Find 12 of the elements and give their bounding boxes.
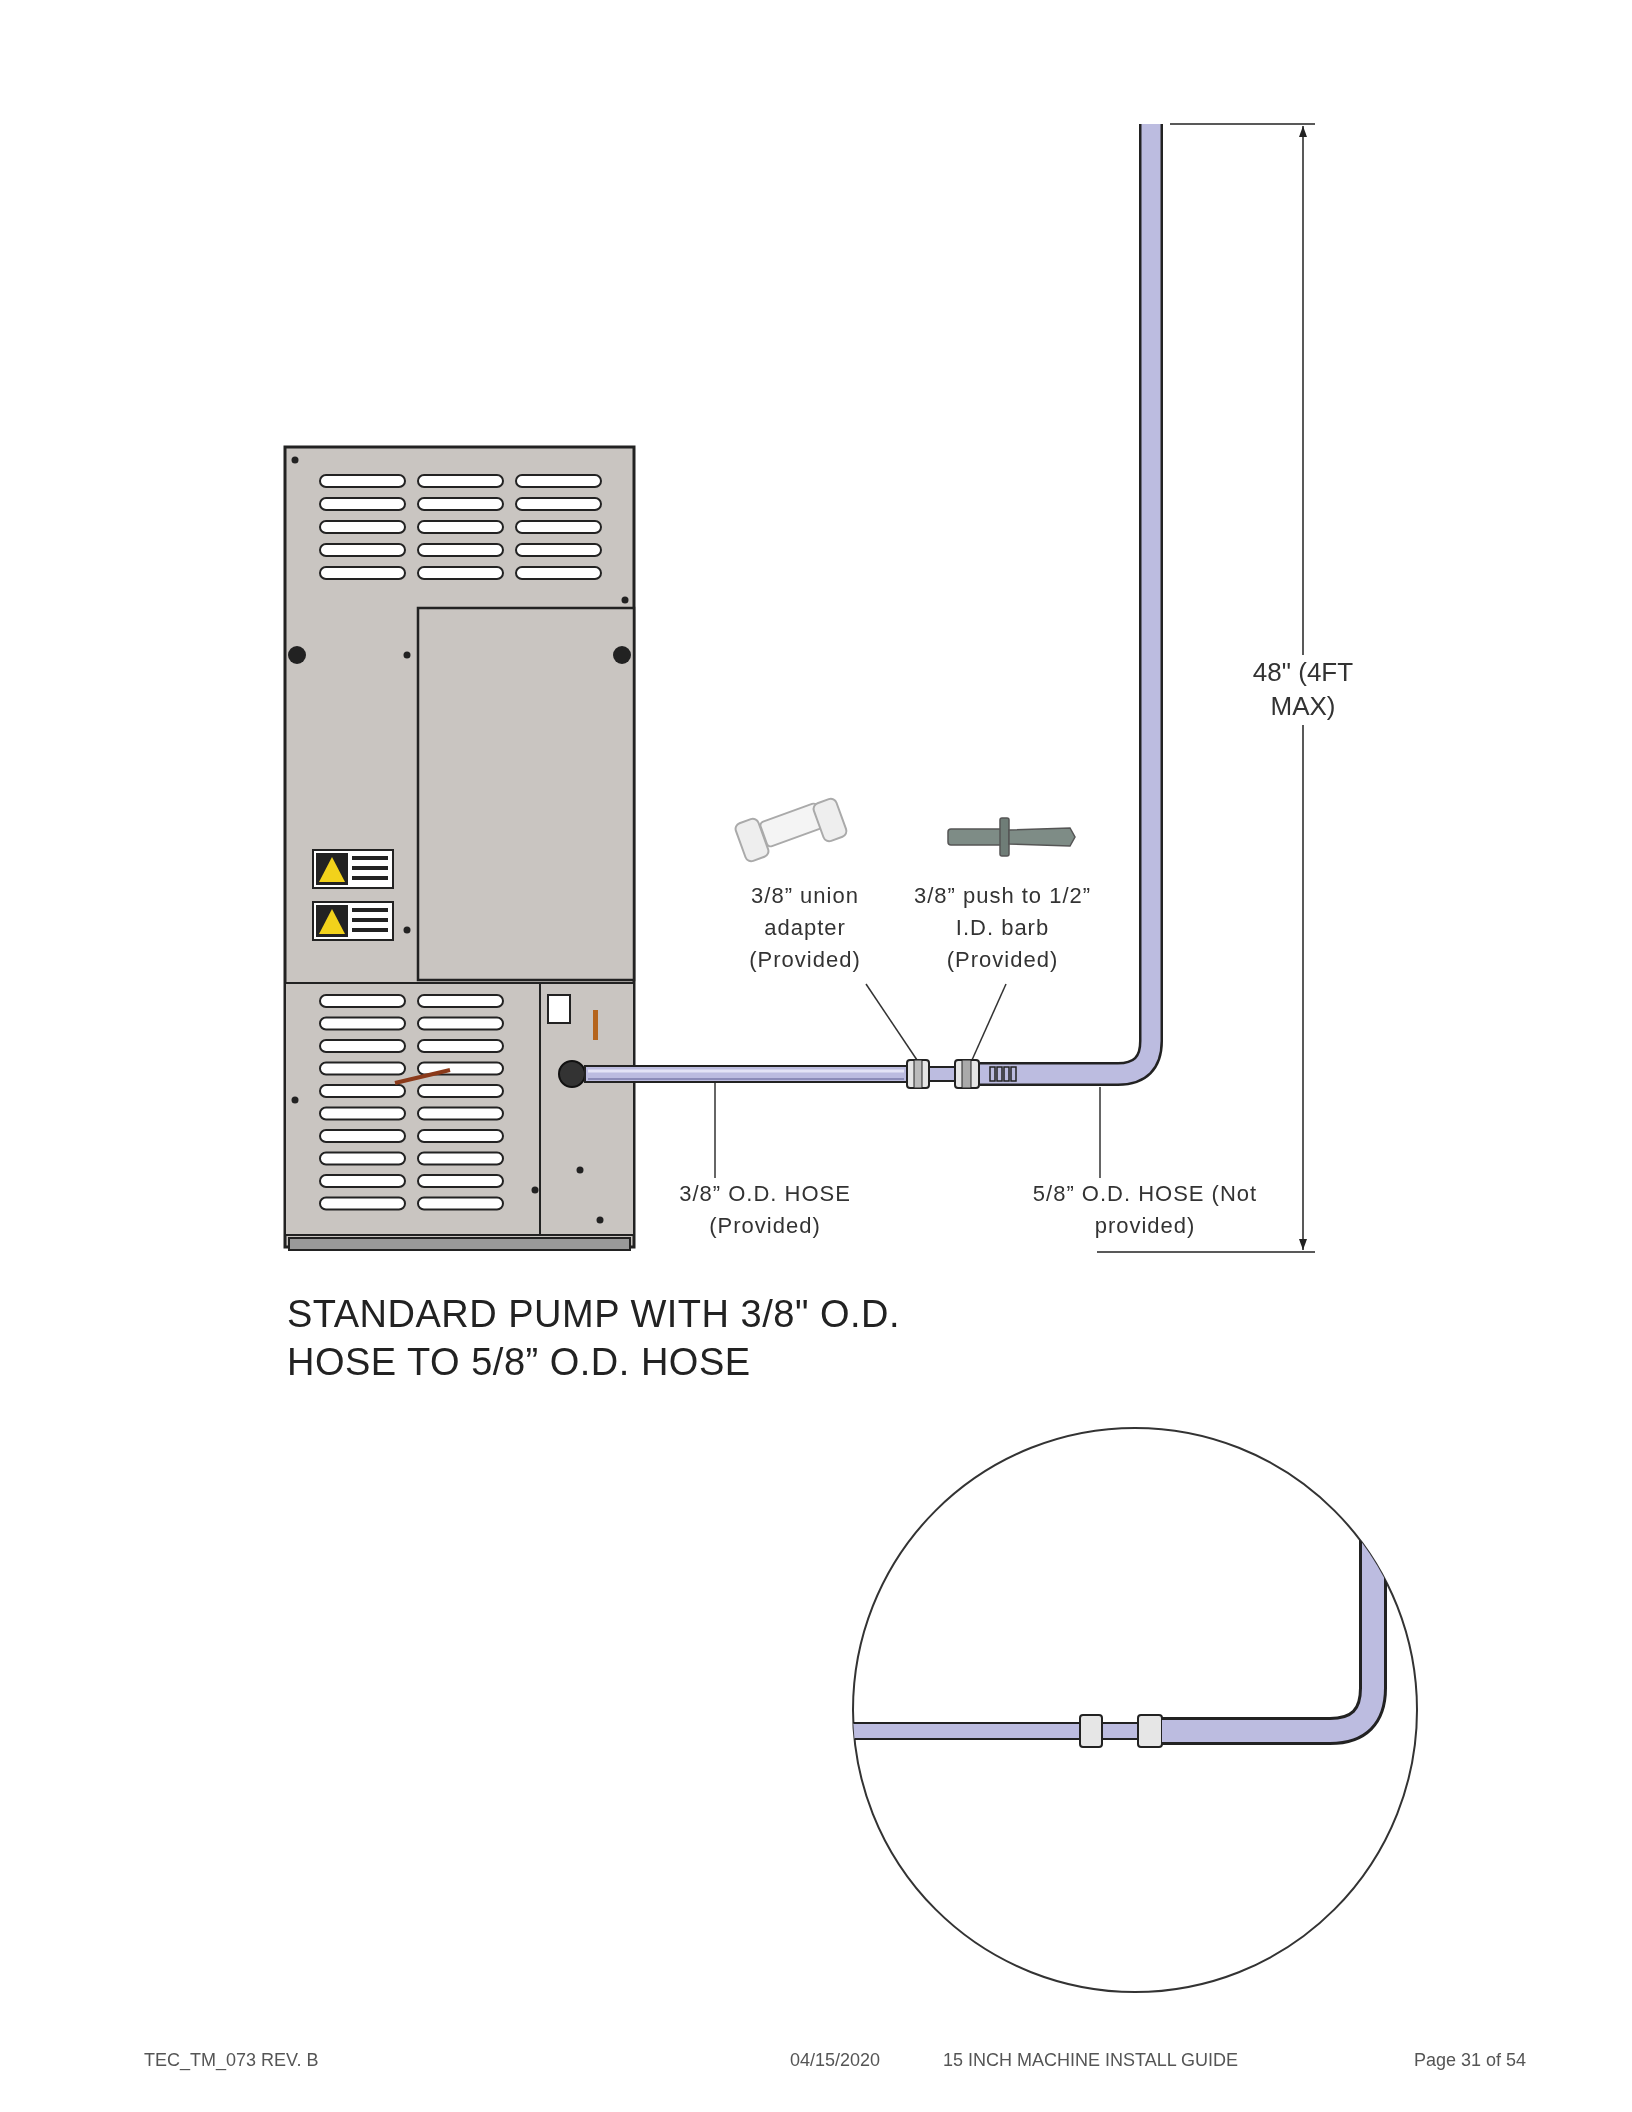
document-number: TEC_TM_073 REV. B [144,2050,319,2071]
diagram-title: STANDARD PUMP WITH 3/8" O.D. HOSE TO 5/8” O.D. HOSE [287,1292,902,1385]
hose [584,1065,908,1083]
date: 04/15/2020 [790,2050,881,2071]
barb-fitting [954,1059,980,1089]
footer-title: 15 INCH MACHINE INSTALL GUIDE [943,2050,1239,2071]
page-number: Page 31 of 54 [1414,2050,1527,2071]
union-adapter-fitting [906,1059,956,1089]
leader-line [714,1082,716,1179]
leader-line [971,983,1007,1061]
leader-line [865,983,918,1061]
leader-line [1099,1086,1101,1179]
